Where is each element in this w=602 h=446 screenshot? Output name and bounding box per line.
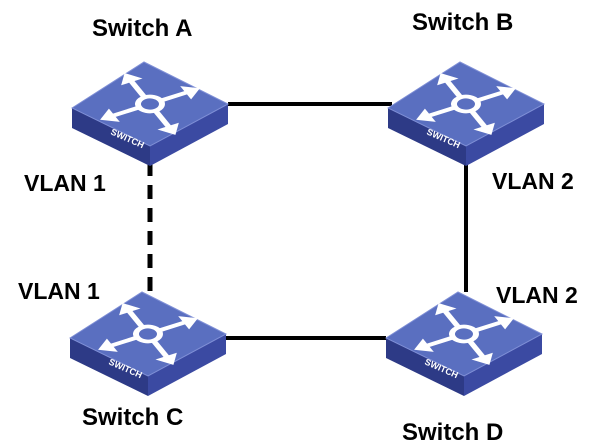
vlan-label-a: VLAN 1 <box>24 170 106 196</box>
switch-a-name: Switch A <box>92 15 192 42</box>
vlan-label-b: VLAN 2 <box>492 168 574 194</box>
links <box>147 102 468 340</box>
switch-b-name: Switch B <box>412 9 513 36</box>
switch-icon <box>72 57 228 166</box>
vlan-label-d: VLAN 2 <box>496 282 578 308</box>
switch-d-name: Switch D <box>402 419 503 446</box>
switch-d: SWITCH <box>386 287 542 396</box>
switch-icon <box>388 57 544 166</box>
switch-c: SWITCH <box>70 287 226 396</box>
switch-a: SWITCH <box>72 57 228 166</box>
switch-b: SWITCH <box>388 57 544 166</box>
vlan-label-c: VLAN 1 <box>18 278 100 304</box>
switch-c-name: Switch C <box>82 404 183 431</box>
